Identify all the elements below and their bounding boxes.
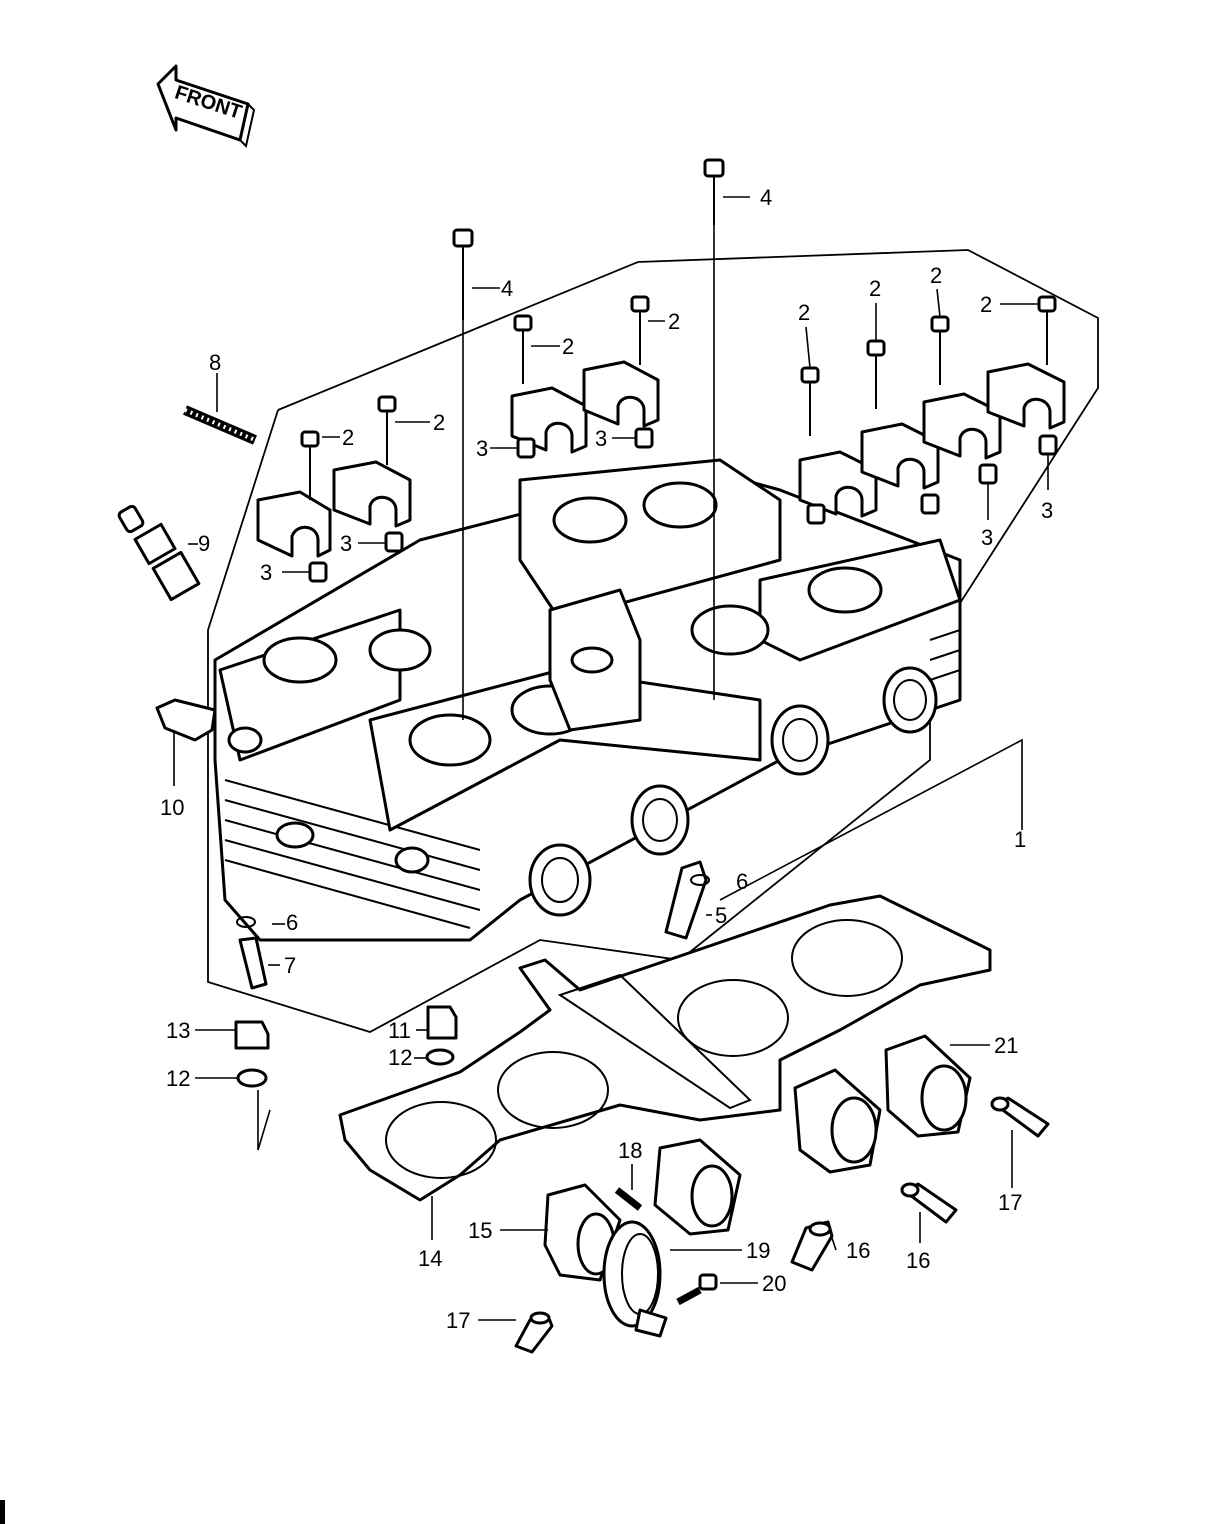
cylinder-head-gasket [338,894,992,1202]
callouts: 1 2 2 2 2 2 2 2 2 3 3 3 3 3 3 4 4 5 6 6 … [160,185,1053,1333]
valve-guides [236,860,710,990]
callout-12: 12 [166,1066,190,1091]
callout-15: 15 [468,1218,492,1243]
callout-2: 2 [930,263,942,288]
callout-3: 3 [1041,498,1053,523]
callout-6: 6 [736,869,748,894]
callout-6: 6 [286,910,298,935]
callout-2: 2 [798,300,810,325]
bolt-2b [377,395,397,465]
stud [183,405,257,445]
callout-3: 3 [340,531,352,556]
bolt-2c [513,314,533,384]
callout-9: 9 [198,531,210,556]
assembly-boundary [207,249,1099,1033]
callout-2: 2 [668,309,680,334]
bolt-4a [452,228,474,320]
callout-18: 18 [618,1138,642,1163]
callout-4: 4 [501,276,513,301]
callout-17: 17 [446,1308,470,1333]
callout-21: 21 [994,1033,1018,1058]
bolt-2g [930,315,950,385]
callout-20: 20 [762,1271,786,1296]
callout-3: 3 [595,426,607,451]
bolt-2h [1037,295,1057,365]
bolt-4b [703,158,725,225]
bracket-10 [155,698,217,742]
callout-1: 1 [1014,827,1026,852]
front-arrow-icon: FRONT [156,64,256,148]
callout-2: 2 [342,425,354,450]
plugs-and-washers [234,1005,458,1088]
dowel-pins [308,427,1058,583]
callout-2: 2 [980,292,992,317]
callout-14: 14 [418,1246,442,1271]
callout-17: 17 [998,1190,1022,1215]
camshaft-caps [256,360,1066,558]
bolt-2f [866,339,886,409]
edge-mark [0,1500,5,1524]
callout-2: 2 [869,276,881,301]
callout-7: 7 [284,953,296,978]
callout-3: 3 [981,525,993,550]
callout-10: 10 [160,795,184,820]
bolt-2e [800,366,820,436]
hoses [514,1096,1050,1354]
callout-5: 5 [715,903,727,928]
callout-2: 2 [433,410,445,435]
carburetor-holders [543,1034,972,1282]
callout-2: 2 [562,334,574,359]
callout-12: 12 [388,1045,412,1070]
callout-19: 19 [746,1238,770,1263]
callout-13: 13 [166,1018,190,1043]
callout-3: 3 [476,436,488,461]
callout-11: 11 [388,1018,411,1043]
bolt-2d [630,295,650,365]
spark-plug [117,504,201,602]
clamp-and-screws [602,1187,718,1338]
callout-4: 4 [760,185,772,210]
bolt-2a [300,430,320,500]
cylinder-head [213,458,962,942]
callout-16: 16 [846,1238,870,1263]
callout-16: 16 [906,1248,930,1273]
callout-8: 8 [209,350,221,375]
leader-lines [173,196,1049,1321]
callout-3: 3 [260,560,272,585]
